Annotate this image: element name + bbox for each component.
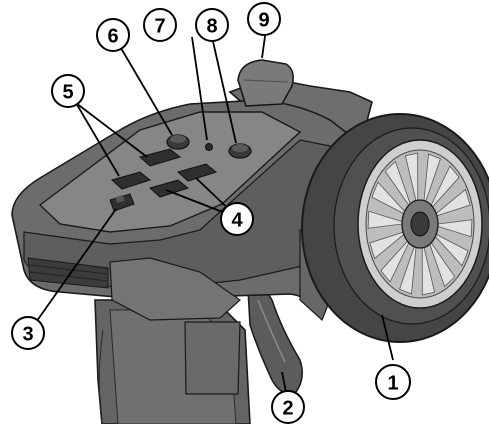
grip <box>94 299 251 425</box>
callout-3: 3 <box>11 316 45 350</box>
callout-4: 4 <box>220 202 254 236</box>
throttle-trigger[interactable] <box>247 286 303 395</box>
lower-trim-buttons[interactable] <box>148 163 218 198</box>
top-antenna-knob[interactable] <box>237 59 294 107</box>
callout-label-7: 7 <box>154 16 165 38</box>
wheel-spokes <box>367 152 473 296</box>
callout-7: 7 <box>143 8 177 42</box>
main-body <box>11 77 373 322</box>
callout-6: 6 <box>96 18 130 52</box>
callout-label-3: 3 <box>22 324 33 346</box>
callout-label-9: 9 <box>258 10 269 32</box>
callout-8: 8 <box>195 8 229 42</box>
callout-label-1: 1 <box>387 373 398 395</box>
front-vents <box>27 257 109 289</box>
leader-lines <box>33 28 394 398</box>
callout-label-2: 2 <box>282 398 293 420</box>
callout-label-4: 4 <box>231 210 243 232</box>
power-switch[interactable] <box>109 193 135 212</box>
callout-label-6: 6 <box>107 26 118 48</box>
upper-trim-buttons[interactable] <box>110 148 182 190</box>
callout-5: 5 <box>51 74 85 108</box>
grip-insert <box>184 321 241 395</box>
callout-9: 9 <box>247 2 281 36</box>
callout-1: 1 <box>375 364 411 400</box>
callout-badges: 1 2 3 4 5 6 7 8 9 <box>11 2 411 424</box>
callout-label-5: 5 <box>62 82 73 104</box>
left-push-button[interactable] <box>166 134 190 150</box>
steering-wheel[interactable] <box>301 113 489 343</box>
callout-label-8: 8 <box>206 16 217 38</box>
right-push-button[interactable] <box>228 143 252 159</box>
callout-2: 2 <box>271 390 305 424</box>
led-indicator <box>205 143 213 151</box>
